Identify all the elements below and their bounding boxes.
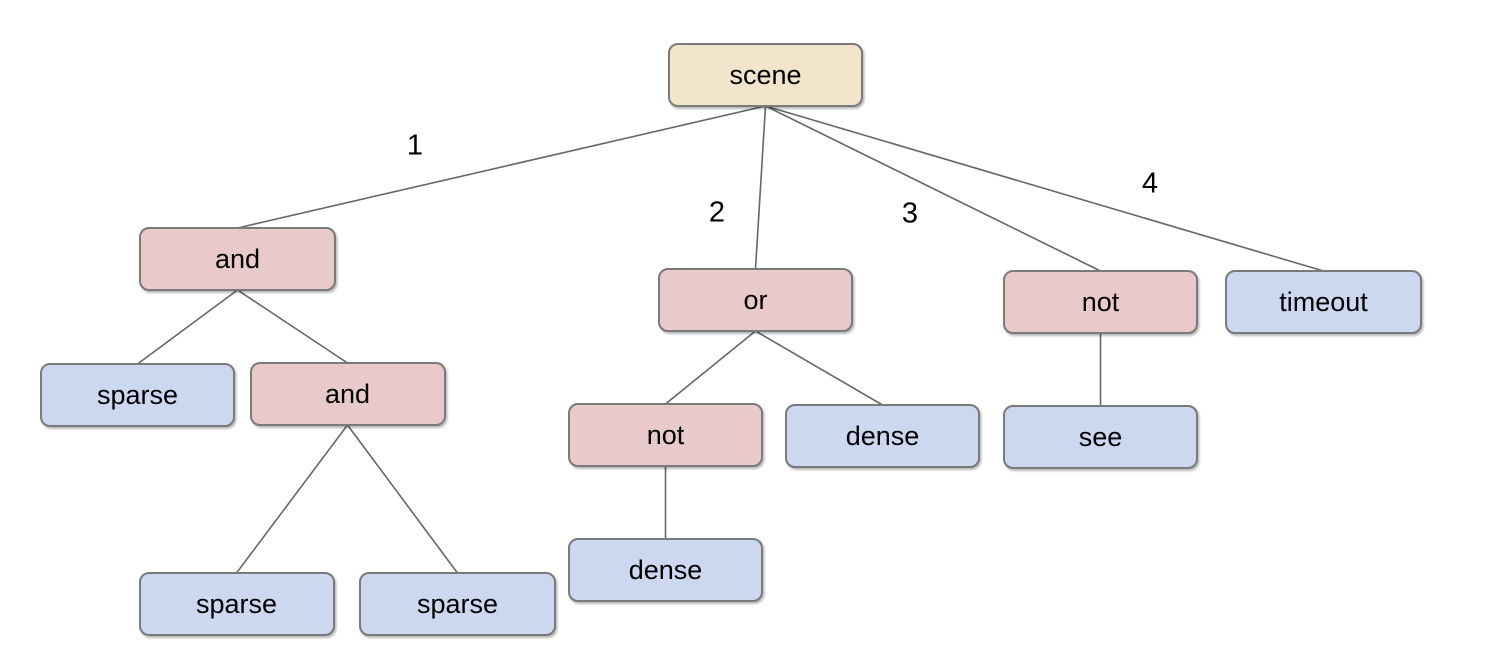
node-sparse3: sparse xyxy=(359,572,556,636)
edge-scene-timeout xyxy=(765,105,1324,272)
node-dense2: dense xyxy=(568,538,763,602)
edge-or1-dense1 xyxy=(755,330,883,406)
node-label-and1: and xyxy=(214,243,261,274)
node-label-dense2: dense xyxy=(628,554,703,585)
node-label-dense1: dense xyxy=(845,420,920,451)
node-label-sparse2: sparse xyxy=(195,588,278,619)
edge-and1-and2 xyxy=(237,289,348,364)
edge-and2-sparse2 xyxy=(235,424,349,574)
node-dense1: dense xyxy=(785,404,980,468)
node-timeout: timeout xyxy=(1225,270,1422,334)
edge-label-2: 2 xyxy=(708,196,726,229)
node-scene: scene xyxy=(668,43,863,107)
edge-scene-or1 xyxy=(754,105,767,270)
node-label-sparse1: sparse xyxy=(96,379,179,410)
node-label-not2: not xyxy=(646,419,685,450)
node-or1: or xyxy=(658,268,853,332)
edge-and2-sparse3 xyxy=(346,424,459,574)
node-and1: and xyxy=(139,227,336,291)
node-label-see: see xyxy=(1078,421,1123,452)
edge-label-3: 3 xyxy=(901,197,919,230)
edge-or1-not2 xyxy=(664,330,757,405)
edge-scene-not1 xyxy=(765,105,1101,272)
node-label-sparse3: sparse xyxy=(416,588,499,619)
node-not1: not xyxy=(1003,270,1198,334)
edge-label-4: 4 xyxy=(1141,167,1159,200)
edge-label-1: 1 xyxy=(406,129,424,162)
node-label-scene: scene xyxy=(729,59,802,90)
node-sparse1: sparse xyxy=(40,363,235,427)
node-sparse2: sparse xyxy=(138,572,335,636)
node-and2: and xyxy=(249,362,446,426)
edge-scene-and1 xyxy=(237,105,766,229)
edge-and1-sparse1 xyxy=(137,289,238,365)
node-see: see xyxy=(1003,405,1198,469)
node-label-timeout: timeout xyxy=(1279,286,1368,317)
node-label-not1: not xyxy=(1081,286,1120,317)
node-label-and2: and xyxy=(324,378,371,409)
node-label-or1: or xyxy=(743,284,768,315)
node-not2: not xyxy=(568,403,763,467)
